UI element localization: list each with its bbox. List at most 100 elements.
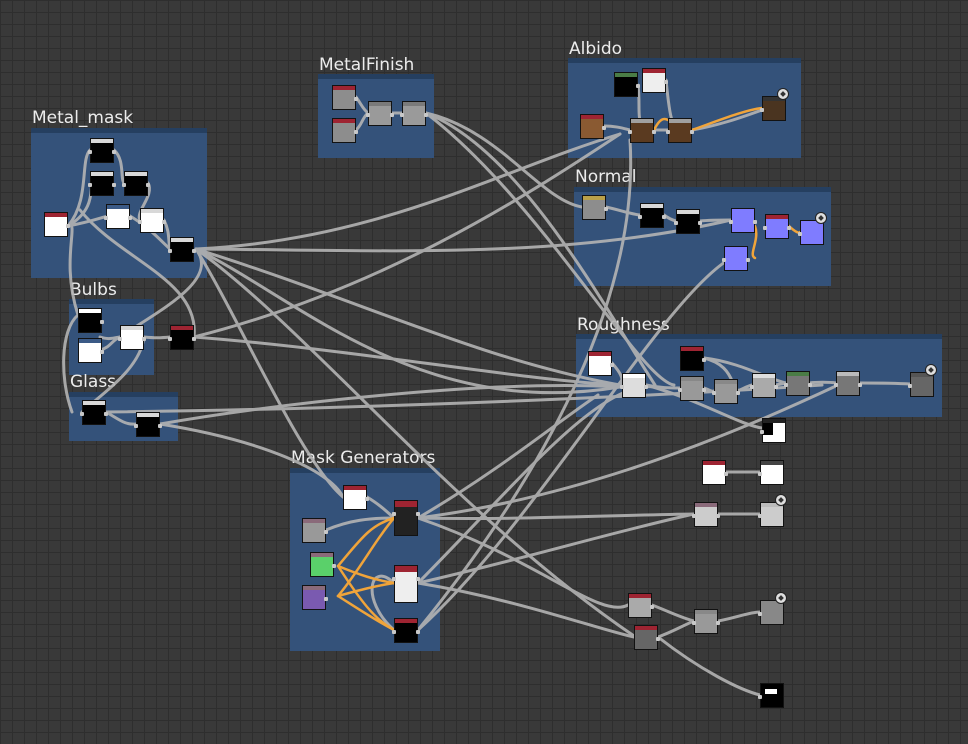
wire: [656, 635, 762, 697]
frame-title-mask-generators: Mask Generators: [291, 448, 436, 468]
albido-input-node[interactable]: [580, 114, 606, 139]
output-icon: [775, 494, 787, 506]
bulbs-node-1[interactable]: [78, 308, 104, 333]
gray-input-node-2[interactable]: [634, 625, 660, 650]
wire: [158, 384, 622, 426]
metal-finish-node-4[interactable]: [400, 101, 428, 126]
glass-node-1[interactable]: [80, 400, 108, 425]
normal-node-4[interactable]: [729, 208, 757, 233]
gray-output-node[interactable]: [758, 592, 787, 625]
albido-node-3[interactable]: [628, 118, 656, 143]
roughness-node-7[interactable]: [834, 371, 862, 396]
wire: [424, 111, 676, 387]
wire: [702, 356, 788, 385]
wire: [365, 495, 396, 520]
pattern-output-node[interactable]: [758, 494, 787, 527]
wire: [416, 516, 630, 609]
albido-node-1[interactable]: [614, 72, 640, 97]
metal-finish-node-2[interactable]: [332, 118, 358, 143]
wire: [656, 619, 696, 639]
pattern-node[interactable]: [692, 502, 720, 527]
roughness-node-6[interactable]: [784, 371, 812, 396]
wire: [194, 247, 622, 395]
mask-gen-output-2[interactable]: [392, 565, 420, 603]
wire-highlight: [751, 224, 758, 260]
wire: [664, 78, 674, 122]
normal-node-5[interactable]: [763, 214, 791, 239]
normal-node-1[interactable]: [582, 195, 608, 220]
frame-title-normal: Normal: [575, 167, 637, 187]
wire: [192, 132, 622, 339]
metal-mask-input-node[interactable]: [44, 212, 70, 237]
frame-title-glass: Glass: [70, 372, 117, 392]
mask-gen-node-1[interactable]: [302, 518, 328, 543]
metal-mask-node-3[interactable]: [122, 171, 150, 196]
normal-output-node[interactable]: [798, 212, 827, 245]
wire: [416, 581, 636, 639]
roughness-input-node[interactable]: [588, 351, 614, 376]
wire: [416, 383, 840, 520]
gray-input-node-1[interactable]: [628, 593, 654, 618]
roughness-node-3[interactable]: [678, 376, 706, 401]
metal-mask-output-node[interactable]: [168, 237, 196, 262]
bulbs-node-2[interactable]: [78, 338, 104, 363]
albido-node-4[interactable]: [666, 118, 694, 143]
roughness-node-4[interactable]: [712, 379, 740, 404]
frame-title-bulbs: Bulbs: [70, 280, 117, 300]
metal-finish-node-3[interactable]: [366, 101, 394, 126]
mask-gen-output-3[interactable]: [392, 618, 420, 643]
mask-gen-node-3[interactable]: [302, 585, 328, 610]
wire: [716, 610, 762, 623]
bulbs-output-node[interactable]: [168, 325, 196, 350]
roughness-node-2[interactable]: [620, 373, 648, 398]
albido-output-node[interactable]: [760, 88, 789, 121]
wire: [194, 247, 622, 387]
roughness-output-node[interactable]: [908, 364, 937, 397]
wire: [602, 124, 632, 132]
wire-highlight: [336, 516, 396, 598]
black-corner-node[interactable]: [758, 683, 784, 708]
metal-finish-node-1[interactable]: [332, 85, 358, 110]
metal-mask-node-4[interactable]: [104, 204, 132, 229]
mask-gen-input-node[interactable]: [343, 485, 369, 510]
normal-node-6[interactable]: [722, 246, 750, 271]
wire: [118, 247, 203, 339]
wire: [858, 381, 912, 386]
wire: [604, 205, 642, 217]
roughness-node-1[interactable]: [680, 346, 706, 371]
wire-highlight: [690, 106, 764, 132]
wire: [636, 83, 642, 122]
wire: [416, 512, 696, 585]
frame-title-metal-finish: MetalFinish: [319, 55, 415, 75]
wire-highlight: [336, 581, 396, 598]
wire: [194, 132, 622, 251]
glass-node-2[interactable]: [134, 412, 162, 437]
wire: [112, 148, 126, 185]
wire: [416, 256, 733, 632]
mask-gen-output-1[interactable]: [392, 500, 420, 536]
metal-mask-node-2[interactable]: [88, 171, 116, 196]
wire-highlight: [336, 594, 396, 632]
wire: [698, 218, 733, 223]
roughness-node-5[interactable]: [750, 373, 778, 398]
bulbs-node-3[interactable]: [118, 325, 146, 350]
white-output-node[interactable]: [758, 460, 784, 485]
normal-node-2[interactable]: [638, 203, 666, 228]
gray-blend-node[interactable]: [692, 609, 720, 634]
corner-mask-node[interactable]: [760, 418, 786, 443]
output-icon: [815, 212, 827, 224]
wire: [324, 516, 396, 532]
white-input-node[interactable]: [702, 460, 728, 485]
metal-mask-node-5[interactable]: [138, 208, 166, 233]
frame-metal-mask[interactable]: [31, 128, 207, 278]
albido-node-2[interactable]: [642, 68, 668, 93]
wire: [808, 380, 838, 385]
wire: [62, 313, 80, 414]
output-icon: [925, 364, 937, 376]
wire: [66, 148, 92, 228]
metal-mask-node-1[interactable]: [88, 138, 116, 163]
output-icon: [775, 592, 787, 604]
wire-highlight: [336, 516, 396, 568]
normal-node-3[interactable]: [674, 209, 702, 234]
mask-gen-node-2[interactable]: [310, 552, 336, 577]
